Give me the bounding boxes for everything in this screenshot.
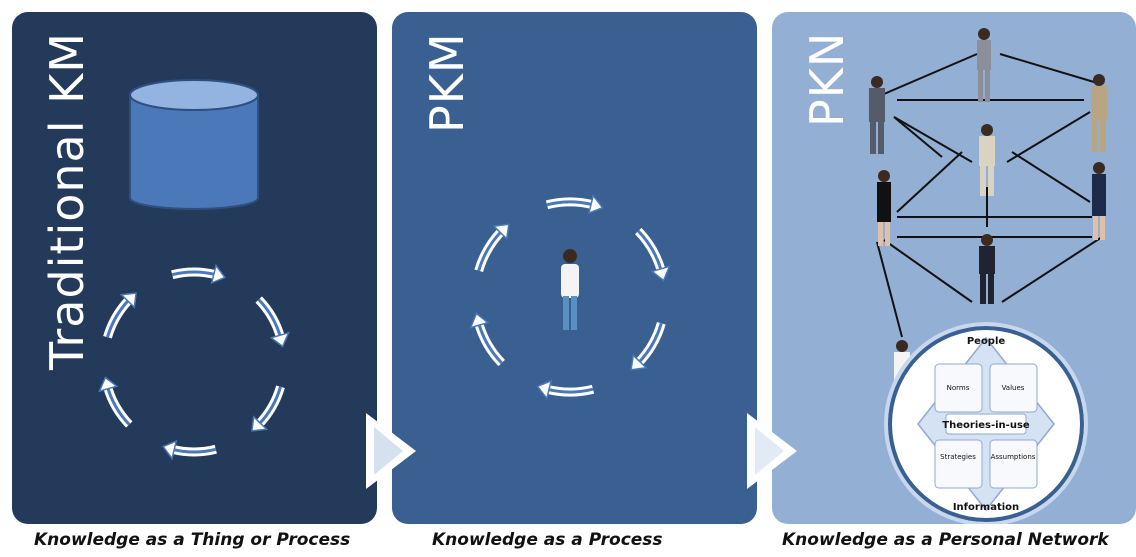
- database-cylinder-icon: [129, 79, 259, 210]
- network-icon: [876, 53, 1103, 338]
- person-icon: [1091, 74, 1107, 152]
- cycle-arrows-icon: [98, 263, 290, 461]
- person-icon: [977, 28, 991, 102]
- wheel-bottom-left-label: Strategies: [940, 453, 976, 461]
- cycle-arrow-head: [119, 292, 137, 309]
- cycle-arrow-head: [98, 376, 119, 393]
- traditional-km-graphic: [98, 79, 290, 461]
- pkm-graphic: [469, 193, 671, 401]
- caption-traditional-km: Knowledge as a Thing or Process: [34, 530, 351, 550]
- theories-in-use-wheel: People Information Norms Values Strategi…: [884, 322, 1088, 524]
- cycle-arrow-head: [492, 223, 510, 241]
- caption-pkm: Knowledge as a Process: [432, 530, 663, 550]
- wheel-top-right-label: Values: [1002, 384, 1025, 392]
- panel-title: PKM: [420, 32, 474, 133]
- cycle-arrow-head: [251, 415, 269, 432]
- panel-traditional-km: Traditional KM: [12, 12, 377, 524]
- person-icon: [1092, 162, 1106, 240]
- panel-title: Traditional KM: [40, 32, 94, 370]
- wheel-top-left-label: Norms: [947, 384, 970, 392]
- cycle-arrow-head: [536, 379, 553, 401]
- cycle-arrow-head: [650, 265, 671, 282]
- wheel-bottom-label: Information: [953, 502, 1019, 513]
- person-icon: [979, 124, 995, 196]
- wheel-center-label: Theories-in-use: [942, 420, 1030, 431]
- person-icon: [869, 76, 885, 154]
- cycle-arrow-head: [469, 312, 490, 329]
- cycle-arrow-head: [587, 193, 604, 215]
- caption-pkn: Knowledge as a Personal Network: [782, 530, 1109, 550]
- cycle-arrow-head: [269, 331, 290, 348]
- panel-pkm: PKM: [392, 12, 757, 524]
- person-icon: [979, 234, 995, 304]
- cycle-arrow-head: [630, 353, 648, 371]
- wheel-bottom-right-label: Assumptions: [991, 453, 1036, 461]
- pkn-graphic: People Information Norms Values Strategi…: [869, 28, 1107, 524]
- person-icon: [877, 170, 891, 246]
- person-icon: [561, 249, 579, 330]
- wheel-top-label: People: [967, 336, 1006, 347]
- panel-pkn: PKN: [772, 12, 1136, 524]
- cycle-arrows-icon: [469, 193, 671, 401]
- cycle-arrow-head: [210, 263, 226, 285]
- cycle-arrow-head: [162, 439, 178, 461]
- panel-title: PKN: [800, 32, 854, 128]
